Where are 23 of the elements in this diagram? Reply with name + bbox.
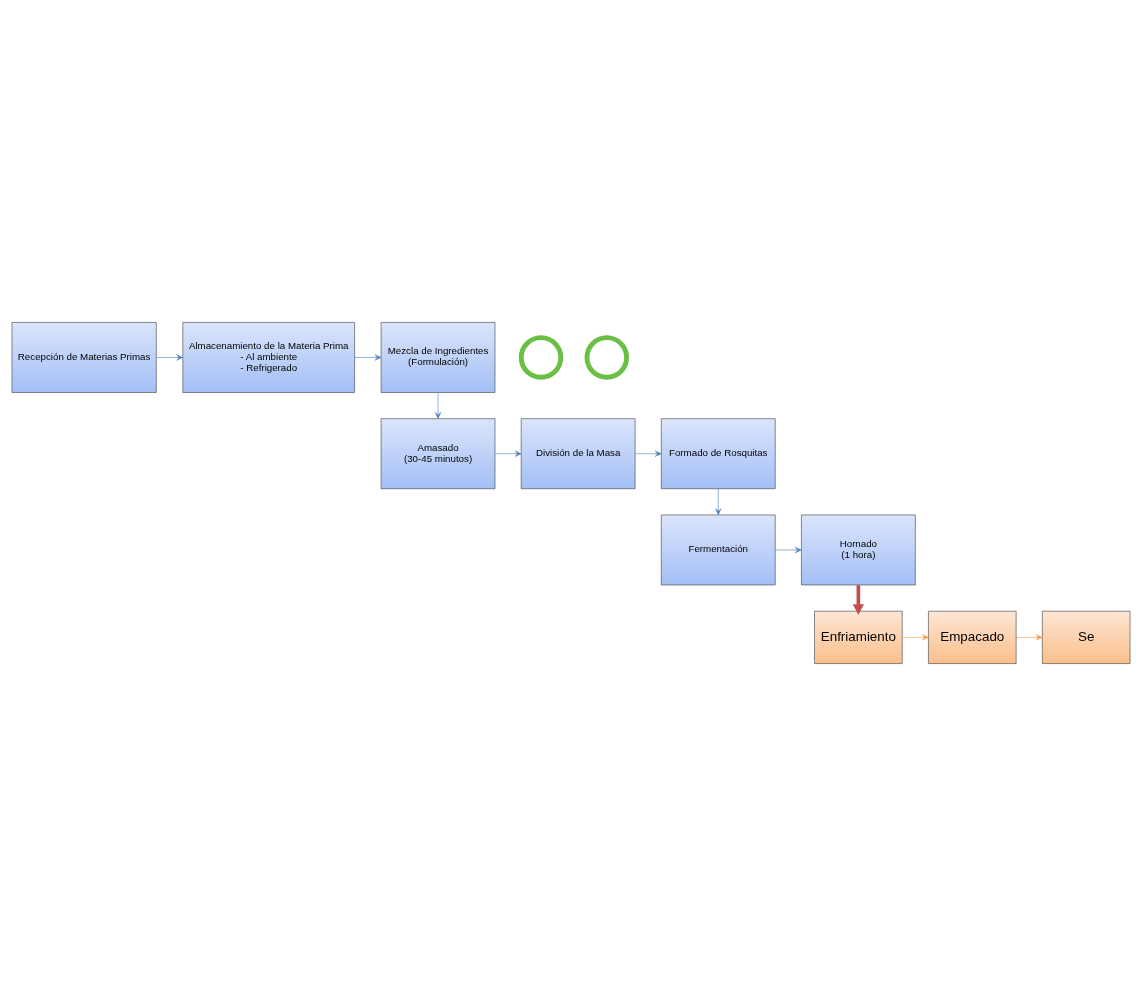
node-box: División de la Masa [520,418,636,490]
node-box: Recepción de Materias Primas [11,322,157,393]
node-box: Mezcla de Ingredientes (Formulación) [380,322,496,393]
node-box: Empacado [928,610,1017,664]
arrow [156,354,184,361]
node-circle [518,335,564,380]
node-box: Enfriamiento [814,610,903,664]
arrow [852,585,864,615]
node-box: Se [1042,610,1131,664]
node-box: Formado de Rosquitas [661,418,776,490]
arrow [775,546,802,553]
arrow [435,392,442,419]
arrow [354,354,382,361]
arrow [902,634,929,641]
node-box: Almacenamiento de la Materia Prima - Al ambiente - Refrigerado [182,322,355,393]
node-box: Amasado (30-45 minutos) [380,418,496,490]
arrow [635,450,662,457]
arrow [715,488,722,516]
node-box: Fermentación [661,514,776,586]
node-circle [584,335,630,380]
arrow [1016,634,1043,641]
node-box: Hornado (1 hora) [801,514,916,586]
arrow [494,450,522,457]
